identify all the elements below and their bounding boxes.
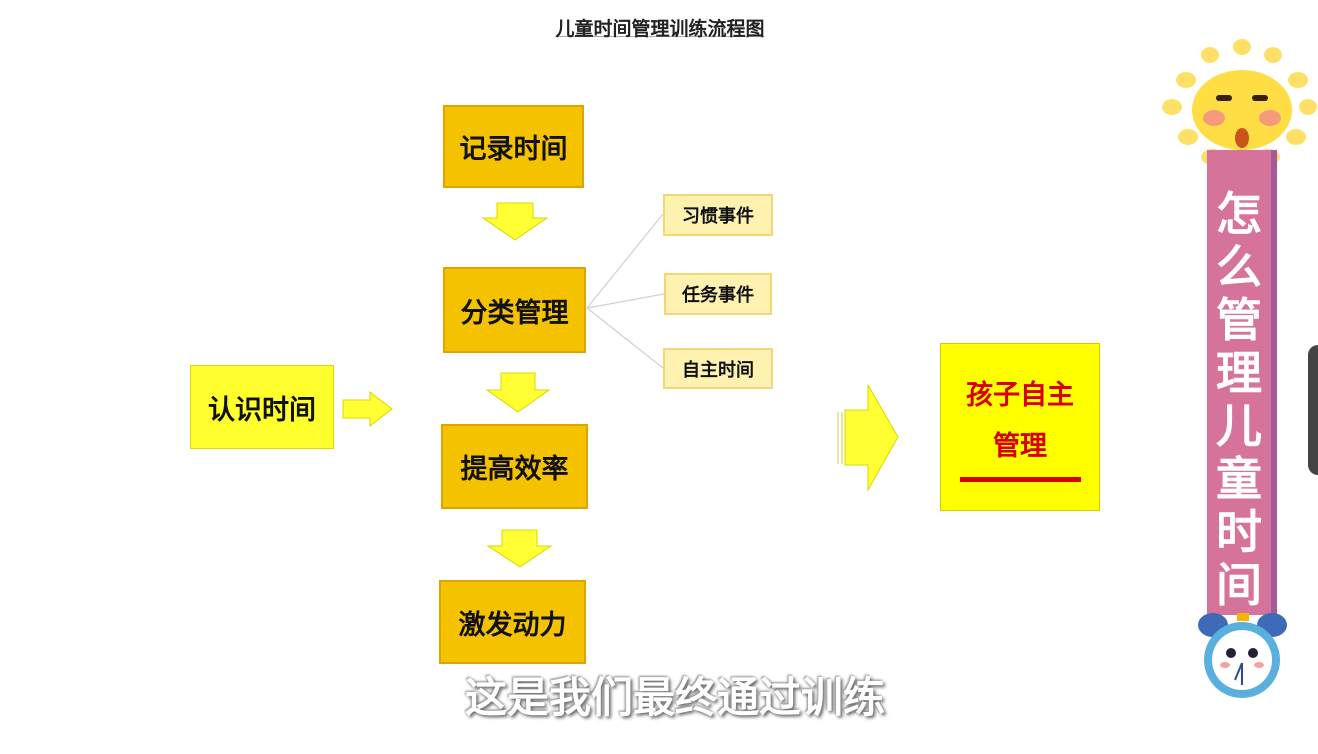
sub-task: 任务事件 (664, 273, 772, 315)
banner-char: 时 (1216, 505, 1262, 559)
side-banner: 怎 么 管 理 儿 童 时 间 (1207, 150, 1277, 615)
step-classify: 分类管理 (443, 267, 586, 353)
goal-box: 孩子自主 管理 (940, 343, 1100, 511)
goal-line1: 孩子自主 (966, 379, 1074, 411)
goal-underline (959, 476, 1081, 482)
sun-icon (1162, 39, 1317, 165)
step-efficiency: 提高效率 (441, 424, 588, 509)
banner-char: 间 (1216, 558, 1262, 612)
diagram-title: 儿童时间管理训练流程图 (555, 18, 765, 40)
arrow-down-icon (485, 372, 551, 413)
banner-char: 儿 (1216, 399, 1262, 453)
video-subtitle: 这是我们最终通过训练 (464, 673, 885, 722)
sub-habit: 习惯事件 (663, 194, 773, 236)
big-arrow-right-icon (844, 383, 899, 492)
banner-char: 理 (1216, 346, 1262, 400)
alarm-clock-icon (1198, 613, 1287, 698)
banner-char: 管 (1216, 293, 1262, 347)
step-motivation: 激发动力 (439, 580, 586, 664)
arrow-right-icon (342, 390, 393, 428)
banner-char: 童 (1216, 452, 1262, 506)
sub-free-time: 自主时间 (663, 348, 773, 389)
side-panel-handle[interactable] (1308, 345, 1318, 475)
step-record-time: 记录时间 (443, 105, 584, 188)
step-know-time: 认识时间 (190, 365, 334, 449)
arrow-down-icon (481, 202, 549, 241)
goal-line2: 管理 (993, 430, 1047, 462)
arrow-down-icon (486, 529, 553, 568)
banner-char: 么 (1216, 240, 1262, 294)
banner-char: 怎 (1216, 187, 1262, 241)
